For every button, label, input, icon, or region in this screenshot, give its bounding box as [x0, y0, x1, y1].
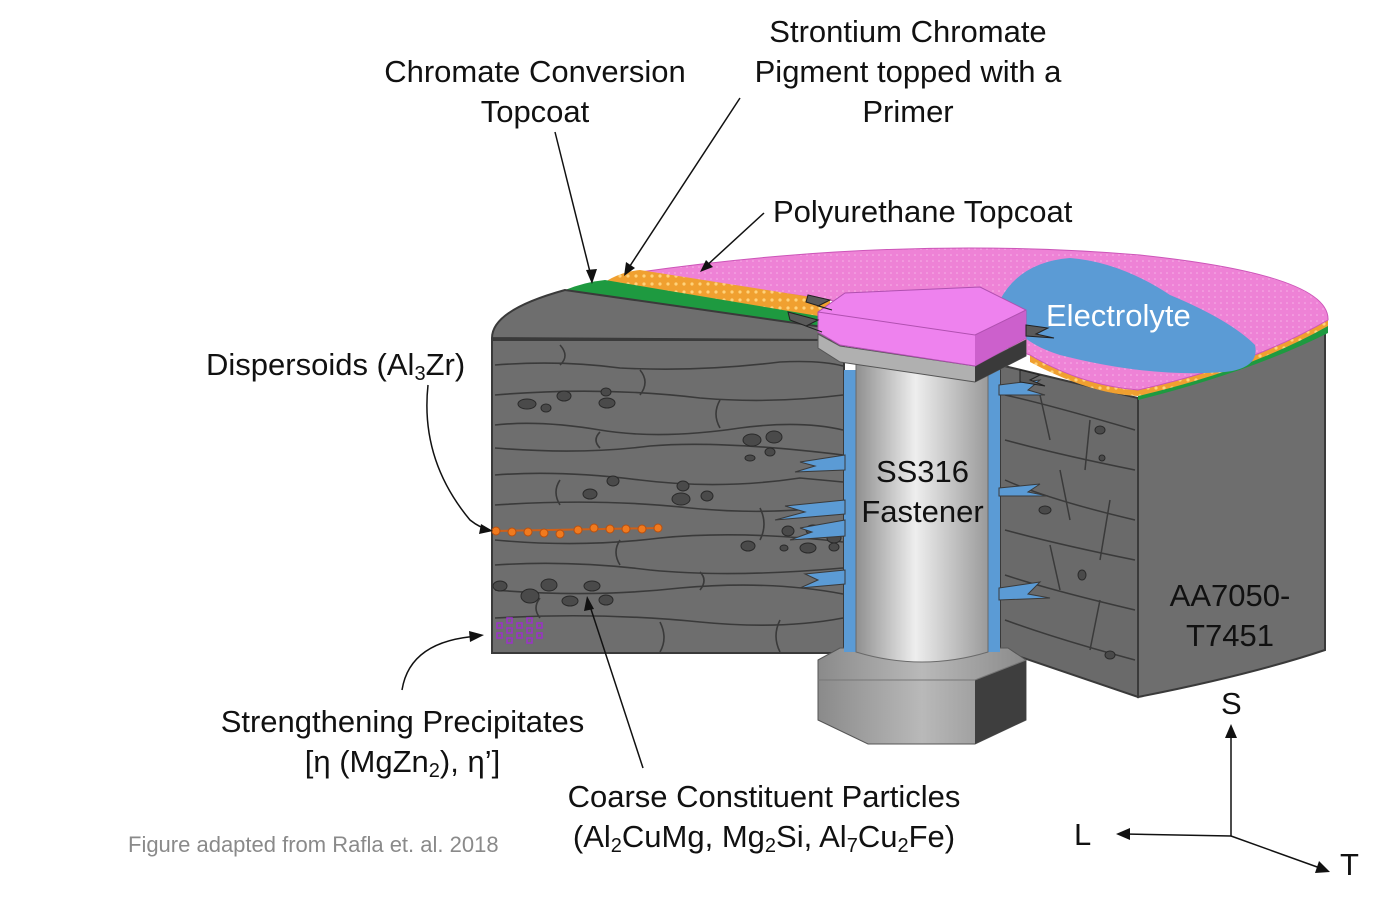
axis-t-text: T: [1340, 847, 1359, 882]
figure-credit-text: Figure adapted from Rafla et. al. 2018: [128, 832, 499, 857]
strengthening-sub: 2: [428, 760, 440, 782]
axis-s-label: S: [1221, 684, 1242, 724]
strontium-label-line3: Primer: [862, 94, 954, 129]
dispersoids-text-a: Dispersoids (Al: [206, 347, 415, 382]
axis-l-text: L: [1074, 817, 1092, 852]
dispersoids-sub: 3: [414, 363, 426, 385]
crevice-cracks: [774, 379, 1051, 601]
coarse-text-b: CuMg, Mg: [621, 819, 765, 854]
axis-t-label: T: [1340, 845, 1359, 885]
fastener-label: SS316 Fastener: [850, 452, 995, 532]
axis-s-text: S: [1221, 686, 1242, 721]
strontium-chromate-label: Strontium Chromate Pigment topped with a…: [738, 12, 1078, 132]
strontium-label-line2: Pigment topped with a: [754, 54, 1062, 89]
coarse-text-c: Si, Al: [776, 819, 847, 854]
strengthening-label: Strengthening Precipitates [η (MgZn2), η…: [200, 702, 605, 782]
polyurethane-label-text: Polyurethane Topcoat: [773, 194, 1073, 229]
electrolyte-droplet: [1000, 258, 1256, 374]
left-block-top: [490, 288, 831, 342]
strengthening-label-line1: Strengthening Precipitates: [220, 704, 585, 739]
left-face-grains: [494, 344, 844, 653]
dispersoids-label: Dispersoids (Al3Zr): [206, 345, 465, 385]
strengthening-precipitates: [496, 617, 543, 644]
electrolyte-label: Electrolyte: [1046, 296, 1191, 336]
crevice-electrolyte-right: [986, 370, 1000, 652]
strengthening-label-line2: [η (MgZn2), η’]: [200, 742, 605, 782]
coarse-sub-2: 2: [764, 835, 777, 857]
coarse-sub-1: 2: [610, 835, 622, 857]
right-face-particles: [1038, 425, 1116, 660]
axes-arrowheads: [1116, 724, 1330, 873]
coarse-particles-label: Coarse Constituent Particles (Al2CuMg, M…: [548, 777, 980, 857]
surface-cracks: [787, 294, 1055, 387]
alloy-label-line2: T7451: [1186, 618, 1274, 653]
polyurethane-label: Polyurethane Topcoat: [773, 192, 1072, 232]
strontium-label-line1: Strontium Chromate: [769, 14, 1047, 49]
crevice-electrolyte-left: [844, 370, 858, 652]
orientation-axes: [1123, 732, 1321, 869]
alloy-label-line1: AA7050-: [1169, 578, 1291, 613]
fastener-label-line2: Fastener: [861, 494, 984, 529]
coarse-text-a: (Al: [572, 819, 611, 854]
chromate-label-line1: Chromate Conversion: [384, 54, 686, 89]
alloy-label: AA7050- T7451: [1150, 576, 1310, 656]
fastener-shaft: [855, 359, 989, 663]
right-cut-face: [999, 363, 1139, 699]
electrolyte-label-text: Electrolyte: [1046, 298, 1191, 333]
fastener-nut-side: [975, 660, 1026, 744]
coarse-label-line1: Coarse Constituent Particles: [567, 779, 961, 814]
coarse-sub-3: 7: [846, 835, 858, 857]
fastener-label-line1: SS316: [875, 454, 970, 489]
primer-layer-right: [1030, 318, 1328, 396]
strengthening-text-a: [η (MgZn: [304, 744, 429, 779]
axis-l-label: L: [1074, 815, 1091, 855]
leader-lines: [401, 97, 765, 769]
coarse-label-line2: (Al2CuMg, Mg2Si, Al7Cu2Fe): [548, 817, 980, 857]
coarse-sub-4: 2: [897, 835, 909, 857]
coarse-text-d: Cu: [857, 819, 898, 854]
strengthening-text-b: ), η’]: [439, 744, 501, 779]
right-face-grains: [1004, 394, 1136, 661]
chromate-conversion-label: Chromate Conversion Topcoat: [370, 52, 700, 132]
dispersoids-text-b: Zr): [425, 347, 466, 382]
left-cut-face: [491, 339, 845, 654]
coarse-text-e: Fe): [908, 819, 956, 854]
figure-credit: Figure adapted from Rafla et. al. 2018: [128, 832, 499, 858]
chromate-label-line2: Topcoat: [480, 94, 590, 129]
leader-arrowheads: [469, 260, 713, 642]
